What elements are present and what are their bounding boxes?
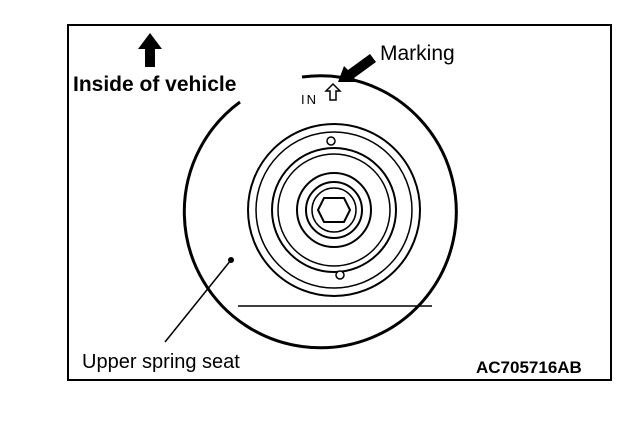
up-arrow-icon — [138, 33, 162, 67]
ring-6 — [305, 181, 363, 239]
ring-3 — [271, 147, 397, 273]
marking-label: Marking — [380, 42, 455, 65]
diagonal-arrow-icon — [338, 54, 376, 82]
small-hole-bottom — [335, 270, 345, 280]
leader-dot — [228, 257, 234, 263]
in-mark-label: IN — [301, 92, 318, 107]
leader-line — [164, 259, 232, 343]
figure-frame — [67, 24, 612, 381]
ring-1 — [247, 123, 421, 297]
outer-seat-circle — [182, 74, 458, 350]
ring-4 — [277, 153, 391, 267]
ring-7 — [311, 187, 357, 233]
inside-of-vehicle-label: Inside of vehicle — [73, 73, 237, 96]
upper-spring-seat-label: Upper spring seat — [82, 351, 240, 373]
center-hole — [316, 197, 352, 223]
small-hole-top — [326, 136, 336, 146]
ring-2 — [255, 131, 413, 289]
figure-code-label: AC705716AB — [476, 358, 582, 377]
ring-5 — [296, 172, 372, 248]
outline-up-arrow-icon — [324, 82, 342, 101]
